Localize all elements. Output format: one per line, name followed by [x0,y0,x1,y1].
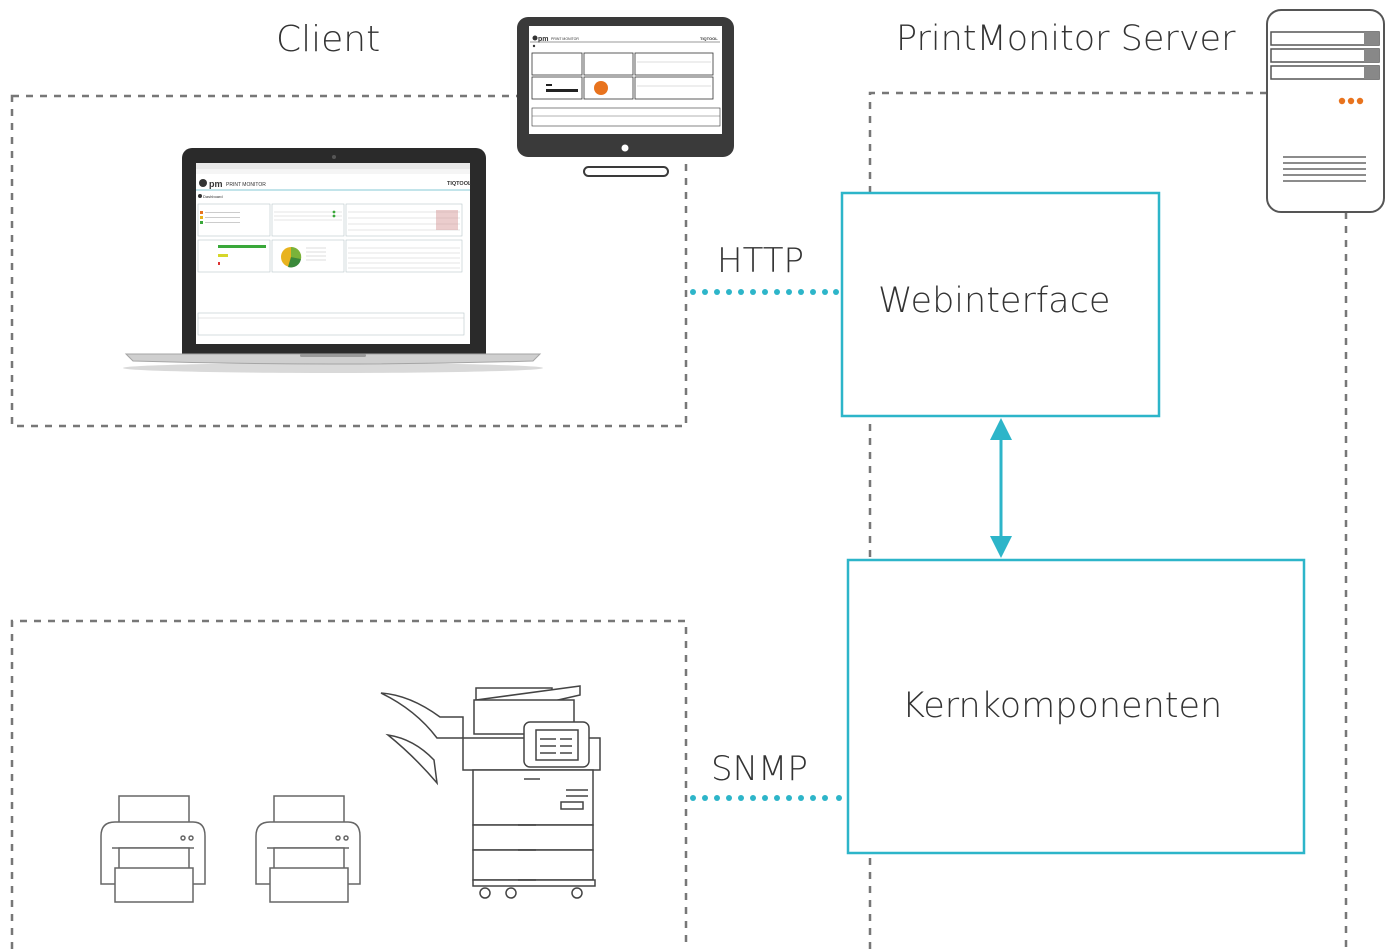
laptop-icon: pm PRINT MONITOR TIQTOOL Dashboard [123,148,543,373]
snmp-connection [690,795,842,801]
multifunction-printer-icon [380,685,601,899]
monitor-brand: TIQTOOL [700,36,718,41]
laptop-brand: TIQTOOL [447,181,472,187]
kernkomponenten-label: Kernkomponenten [902,686,1223,726]
printer-icon [100,795,206,903]
http-connection [690,289,839,295]
bidirectional-arrow [990,418,1012,558]
kernkomponenten-box [846,558,1306,855]
client-label: Client [276,19,381,60]
webinterface-label: Webinterface [878,281,1111,321]
monitor-logo-text: pm [538,36,549,43]
snmp-label: SNMP [711,749,808,789]
server-label: PrintMonitor Server [896,19,1236,59]
laptop-product-name: PRINT MONITOR [226,182,266,188]
printer-region [10,619,688,949]
laptop-logo-text: pm [209,179,223,189]
monitor-product-name: PRINT MONITOR [551,37,579,41]
client-region [10,94,688,428]
http-label: HTTP [717,241,805,281]
server-tower-icon [1266,9,1385,213]
webinterface-box [840,191,1161,418]
printer-icon-2 [255,795,361,903]
monitor-icon: pm PRINT MONITOR TIQTOOL [517,17,734,177]
laptop-page-title: Dashboard [203,194,223,199]
